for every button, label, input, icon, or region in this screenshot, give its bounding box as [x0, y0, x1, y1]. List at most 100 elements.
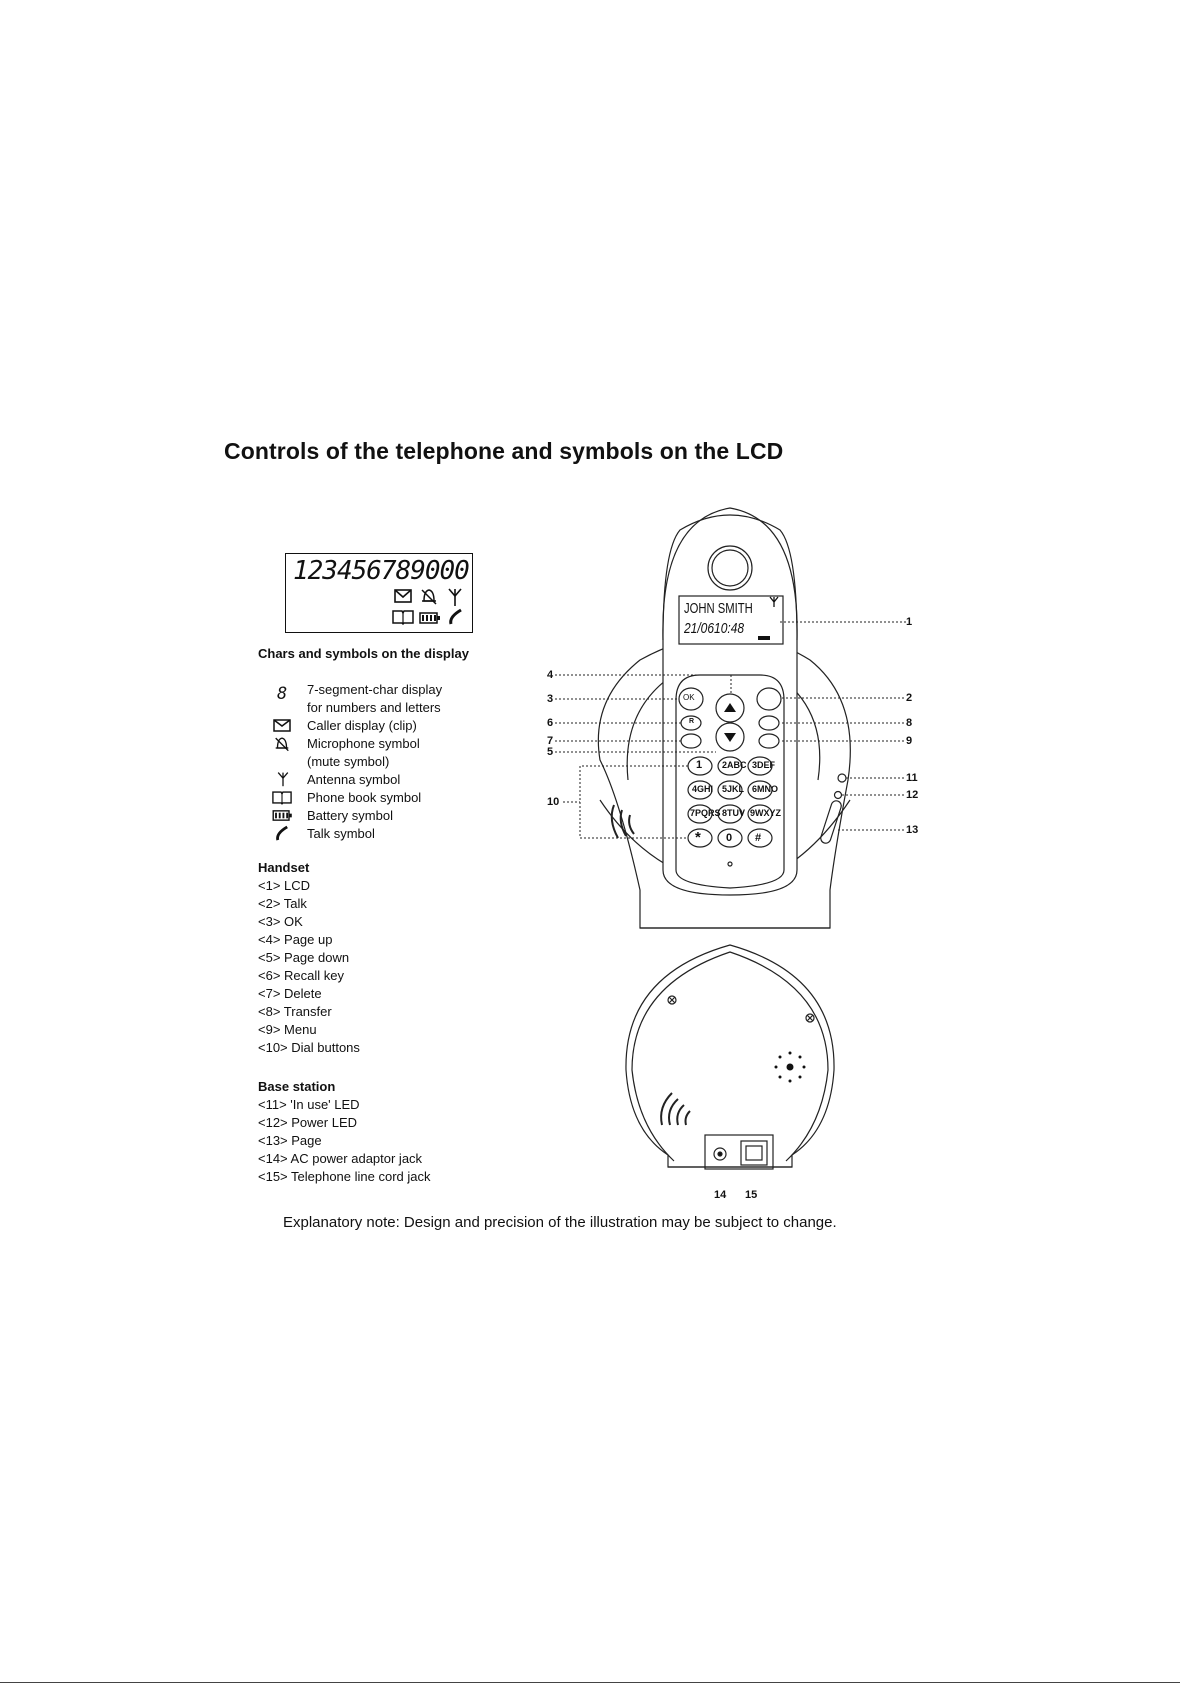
- callout-11: 11: [906, 772, 918, 784]
- callout-1: 1: [906, 616, 913, 628]
- page-up-key: [715, 693, 745, 723]
- callout-4: 4: [547, 669, 554, 681]
- talk-handset-icon: [449, 608, 462, 625]
- dial-key: [747, 828, 773, 848]
- handset-heading: Handset: [258, 860, 310, 875]
- microphone-hole: [727, 861, 733, 867]
- dial-key-label: 5JKL: [722, 784, 745, 794]
- base-item: <12> Power LED: [258, 1115, 358, 1130]
- dial-key: [747, 756, 773, 776]
- dial-key: [687, 780, 713, 800]
- legend-microphone-line1: Microphone symbol: [307, 736, 420, 751]
- talk-key: [756, 687, 782, 711]
- legend-microphone-line2: (mute symbol): [307, 754, 390, 769]
- handset-item: <8> Transfer: [258, 1004, 332, 1019]
- handset-screen: [678, 595, 784, 645]
- screw-icon: [805, 1013, 815, 1023]
- keypad-panel: [675, 674, 785, 889]
- callout-9: 9: [906, 735, 913, 747]
- handset-top: [662, 507, 798, 641]
- ok-key-label: OK: [683, 693, 695, 702]
- base-rear-outline: [625, 944, 835, 1168]
- earpiece-inner: [711, 549, 749, 587]
- callout-12: 12: [906, 789, 919, 801]
- dial-key: [717, 828, 743, 848]
- dial-key-label: #: [755, 832, 762, 844]
- ok-key: [678, 687, 704, 711]
- antenna-icon: [448, 588, 462, 606]
- jack-panel: [704, 1134, 774, 1170]
- rear-vent-arc: [684, 1110, 691, 1126]
- dial-key: [747, 780, 773, 800]
- rear-vent-arc: [676, 1104, 685, 1126]
- handset-item: <7> Delete: [258, 986, 322, 1001]
- dial-key-label: 0: [726, 832, 733, 844]
- envelope-icon: [273, 719, 291, 732]
- dial-key: [717, 756, 743, 776]
- handset-item: <1> LCD: [258, 878, 311, 893]
- legend-battery: Battery symbol: [307, 808, 393, 823]
- battery-icon: [419, 612, 440, 624]
- lcd-sample-frame: [285, 553, 473, 633]
- power-led: [833, 790, 843, 800]
- dial-key-label: 6MNO: [752, 784, 779, 794]
- dial-key-label: 3DEF: [752, 760, 776, 770]
- dial-key-label: 4GHI: [692, 784, 714, 794]
- callout-10: 10: [547, 796, 560, 808]
- page-bottom-rule: [0, 1682, 1180, 1683]
- page-title: Controls of the telephone and symbols on…: [224, 438, 784, 464]
- handset-item: <3> OK: [258, 914, 303, 929]
- mute-bell-icon: [421, 589, 437, 605]
- callout-2: 2: [906, 692, 913, 704]
- explanatory-note: Explanatory note: Design and precision o…: [283, 1214, 837, 1231]
- handset-item: <2> Talk: [258, 896, 307, 911]
- dial-key: [747, 804, 773, 824]
- rear-speaker-grille: [774, 1051, 806, 1083]
- base-station-heading: Base station: [258, 1079, 336, 1094]
- legend-phonebook: Phone book symbol: [307, 790, 422, 805]
- screen-name-line: JOHN SMITH: [684, 600, 753, 617]
- base-speaker-slit: [610, 804, 619, 839]
- battery-icon: [758, 636, 770, 640]
- seven-segment-icon: 8: [277, 684, 287, 702]
- base-speaker-slit: [619, 809, 627, 837]
- lcd-digits: 123456789000: [293, 556, 470, 586]
- handset-item: <5> Page down: [258, 950, 350, 965]
- ac-power-jack: [713, 1147, 727, 1161]
- handset-item: <4> Page up: [258, 932, 333, 947]
- dial-key: [687, 804, 713, 824]
- transfer-key: [758, 715, 780, 731]
- page-button: [820, 800, 842, 844]
- screen-date-line: 21/0610:48: [684, 620, 745, 637]
- in-use-led: [837, 773, 847, 783]
- dial-key: [717, 780, 743, 800]
- legend-caller-display: Caller display (clip): [307, 718, 417, 733]
- telephone-line-jack: [740, 1140, 768, 1166]
- dial-key: [687, 828, 713, 848]
- phonebook-icon: [392, 610, 414, 625]
- legend-seven-segment-line2: for numbers and letters: [307, 700, 441, 715]
- menu-key: [758, 733, 780, 749]
- page-down-key: [715, 722, 745, 752]
- handset-item: <6> Recall key: [258, 968, 344, 983]
- down-arrow-icon: [724, 733, 736, 742]
- handset-item: <10> Dial buttons: [258, 1040, 360, 1055]
- envelope-icon: [394, 589, 412, 603]
- handset-item: <9> Menu: [258, 1022, 317, 1037]
- legend-antenna: Antenna symbol: [307, 772, 401, 787]
- display-legend-heading: Chars and symbols on the display: [258, 646, 469, 661]
- dial-key-label: *: [695, 829, 701, 846]
- recall-key-label: R: [689, 718, 695, 725]
- callout-6: 6: [547, 717, 554, 729]
- dial-key-label: 9WXYZ: [750, 808, 782, 818]
- base-item: <11> 'In use' LED: [258, 1097, 360, 1112]
- earpiece: [707, 545, 753, 591]
- callout-7: 7: [547, 735, 554, 747]
- callout-3: 3: [547, 693, 554, 705]
- svg-text:8: 8: [277, 684, 287, 702]
- up-arrow-icon: [724, 703, 736, 712]
- talk-handset-icon: [276, 825, 288, 841]
- mute-bell-icon: [275, 737, 289, 752]
- callout-13: 13: [906, 824, 919, 836]
- callout-15: 15: [745, 1189, 758, 1201]
